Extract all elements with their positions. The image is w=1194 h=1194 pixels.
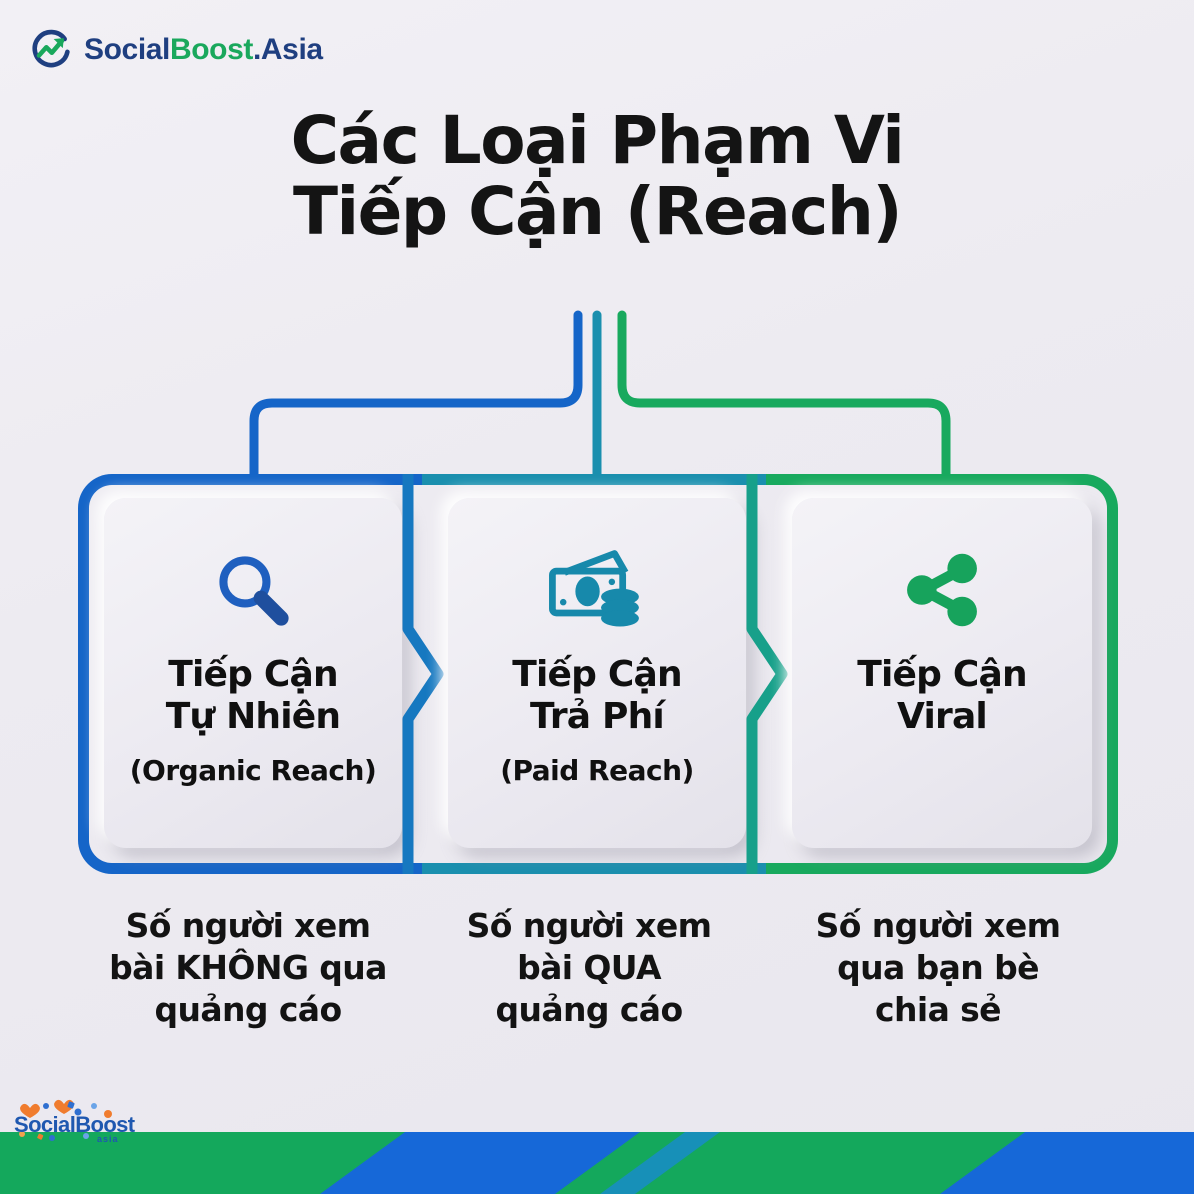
footer-stripes xyxy=(0,1132,1194,1194)
card-inner-panel: Tiếp Cận Tự Nhiên (Organic Reach) xyxy=(104,498,402,848)
card-organic-reach[interactable]: Tiếp Cận Tự Nhiên (Organic Reach) xyxy=(78,474,428,874)
footer-logo: SocialBoost asia xyxy=(8,1092,138,1150)
share-icon-wrap xyxy=(899,544,985,636)
caption-line3: chia sẻ xyxy=(875,990,1002,1030)
caption-viral: Số người xem qua bạn bè chia sẻ xyxy=(768,905,1108,1032)
caption-organic: Số người xem bài KHÔNG qua quảng cáo xyxy=(78,905,418,1032)
page-title: Các Loại Phạm Vi Tiếp Cận (Reach) xyxy=(0,105,1194,248)
magnifier-icon-wrap xyxy=(210,544,296,636)
card-title-viral: Tiếp Cận Viral xyxy=(857,654,1027,738)
caption-line3: quảng cáo xyxy=(154,990,342,1030)
card-row: Tiếp Cận Tự Nhiên (Organic Reach) xyxy=(78,474,1118,874)
card-viral-reach[interactable]: Tiếp Cận Viral xyxy=(766,474,1118,874)
caption-line2: bài QUA xyxy=(517,948,661,988)
card-title-paid: Tiếp Cận Trả Phí xyxy=(512,654,682,738)
card-title-line1: Tiếp Cận xyxy=(512,654,682,695)
card-title-line2: Viral xyxy=(897,695,988,737)
footer-band xyxy=(0,1132,1194,1194)
caption-line2: qua bạn bè xyxy=(837,948,1039,988)
brand-part-asia: .Asia xyxy=(252,33,323,66)
share-nodes-icon xyxy=(907,553,977,627)
money-icon-wrap xyxy=(547,544,647,636)
confetti-icon xyxy=(19,1099,112,1141)
brand-part-social: Social xyxy=(84,33,170,66)
footer-logo-sub: asia xyxy=(97,1134,119,1144)
money-cash-coins-icon xyxy=(549,550,639,627)
caption-line1: Số người xem xyxy=(815,906,1061,945)
card-paid-reach[interactable]: Tiếp Cận Trả Phí (Paid Reach) xyxy=(422,474,772,874)
caption-line3: quảng cáo xyxy=(495,990,683,1030)
caption-line1: Số người xem xyxy=(125,906,371,945)
card-subtitle-organic: (Organic Reach) xyxy=(129,753,377,787)
card-inner-panel: Tiếp Cận Trả Phí (Paid Reach) xyxy=(448,498,746,848)
title-line-1: Các Loại Phạm Vi xyxy=(290,102,905,179)
card-title-line1: Tiếp Cận xyxy=(857,654,1027,695)
brand-part-boost: Boost xyxy=(169,33,253,66)
brand-logo: SocialBoost.Asia xyxy=(28,28,323,72)
caption-row: Số người xem bài KHÔNG qua quảng cáo Số … xyxy=(78,905,1118,1075)
caption-line1: Số người xem xyxy=(466,906,712,945)
caption-line2: bài KHÔNG qua xyxy=(109,948,387,988)
magnifier-icon xyxy=(219,556,289,626)
card-subtitle-paid: (Paid Reach) xyxy=(500,753,694,787)
card-title-organic: Tiếp Cận Tự Nhiên xyxy=(165,654,341,738)
title-line-2: Tiếp Cận (Reach) xyxy=(292,173,903,251)
card-inner-panel: Tiếp Cận Viral xyxy=(792,498,1092,848)
card-border-teal xyxy=(422,474,772,874)
card-border-blue xyxy=(78,474,428,874)
connector-blue xyxy=(249,310,583,483)
card-title-line1: Tiếp Cận xyxy=(168,654,338,695)
connector-green xyxy=(617,310,951,483)
card-border-green xyxy=(766,474,1118,874)
brand-name: SocialBoost.Asia xyxy=(84,33,323,67)
growth-arrow-circle-icon xyxy=(32,29,70,68)
footer-logo-text: SocialBoost xyxy=(14,1112,135,1137)
card-title-line2: Tự Nhiên xyxy=(165,695,341,737)
caption-paid: Số người xem bài QUA quảng cáo xyxy=(424,905,754,1032)
card-title-line2: Trả Phí xyxy=(530,695,665,737)
